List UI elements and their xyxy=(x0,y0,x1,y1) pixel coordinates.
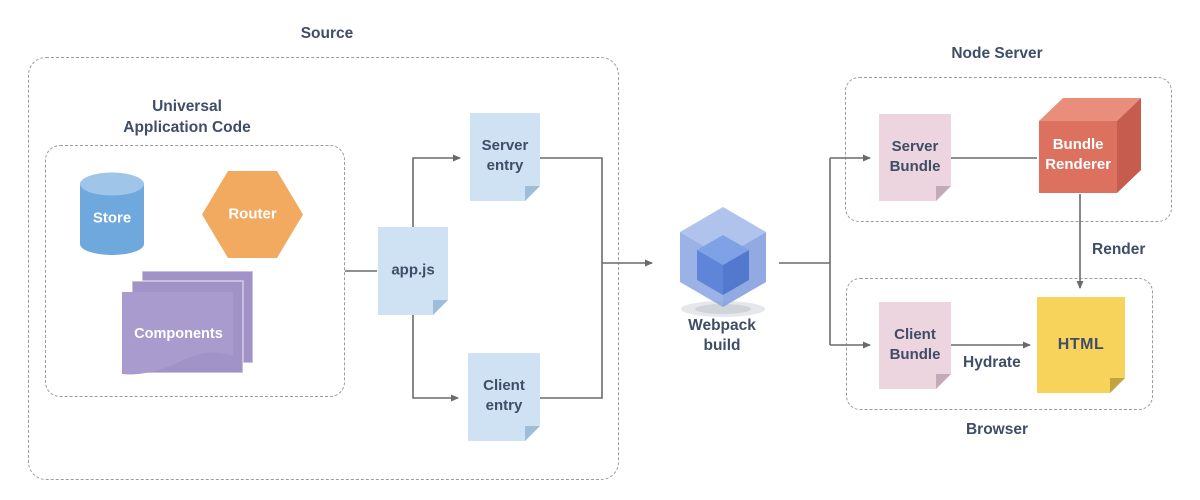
html-node: HTML xyxy=(1037,297,1125,393)
webpack-cube-icon xyxy=(680,207,766,317)
client-entry-label: Client entry xyxy=(483,376,525,415)
server-entry-label: Server entry xyxy=(481,136,529,175)
source-title: Source xyxy=(300,25,354,42)
bundle-renderer-node: Bundle Renderer xyxy=(1039,98,1142,195)
source-group-box xyxy=(28,57,619,480)
server-bundle-note-fold-icon xyxy=(936,186,951,201)
components-stack-icon xyxy=(122,270,254,375)
hydrate-label: Hydrate xyxy=(963,354,1021,371)
client-bundle-note-fold-icon xyxy=(936,374,951,389)
bundle-renderer-cube-icon xyxy=(1039,98,1141,193)
edge-server-entry-join xyxy=(540,157,603,263)
appjs-node: app.js xyxy=(378,227,448,315)
router-label: Router xyxy=(228,204,277,222)
server-entry-note-fold-icon xyxy=(525,186,540,201)
store-label: Store xyxy=(92,209,132,227)
components-label: Components xyxy=(134,325,223,342)
store-cylinder-icon xyxy=(80,172,144,255)
components-node: Components xyxy=(120,270,256,389)
store-node: Store xyxy=(79,171,145,257)
client-bundle-node: Client Bundle xyxy=(879,302,951,389)
edge-appjs-to-server-entry xyxy=(412,154,461,227)
client-entry-node: Client entry xyxy=(468,353,540,441)
edge-client-entry-join xyxy=(540,263,603,399)
router-node: Router xyxy=(202,171,303,258)
webpack-node xyxy=(668,203,778,321)
client-bundle-label: Client Bundle xyxy=(889,325,941,363)
browser-group-box xyxy=(846,278,1153,410)
edge-appjs-to-client-entry xyxy=(412,315,459,402)
render-label: Render xyxy=(1092,241,1146,258)
node-server-group-box xyxy=(845,77,1172,222)
bundle-renderer-label: Bundle Renderer xyxy=(1045,136,1112,174)
client-entry-note-fold-icon xyxy=(525,426,540,441)
webpack-label: Webpack build xyxy=(688,317,756,355)
node-server-title: Node Server xyxy=(951,45,1043,62)
server-entry-node: Server entry xyxy=(470,113,540,201)
appjs-note-fold-icon xyxy=(433,300,448,315)
html-note-icon xyxy=(1037,297,1125,393)
universal-app-code-title: Universal Application Code xyxy=(123,98,251,136)
universal-app-code-group-box xyxy=(45,145,345,397)
server-bundle-label: Server Bundle xyxy=(889,137,941,175)
html-note-fold-icon xyxy=(1110,378,1125,393)
router-hexagon-icon xyxy=(202,171,303,258)
html-label: HTML xyxy=(1057,335,1105,353)
browser-title: Browser xyxy=(965,421,1029,438)
appjs-label: app.js xyxy=(391,261,435,279)
server-bundle-node: Server Bundle xyxy=(879,114,951,201)
